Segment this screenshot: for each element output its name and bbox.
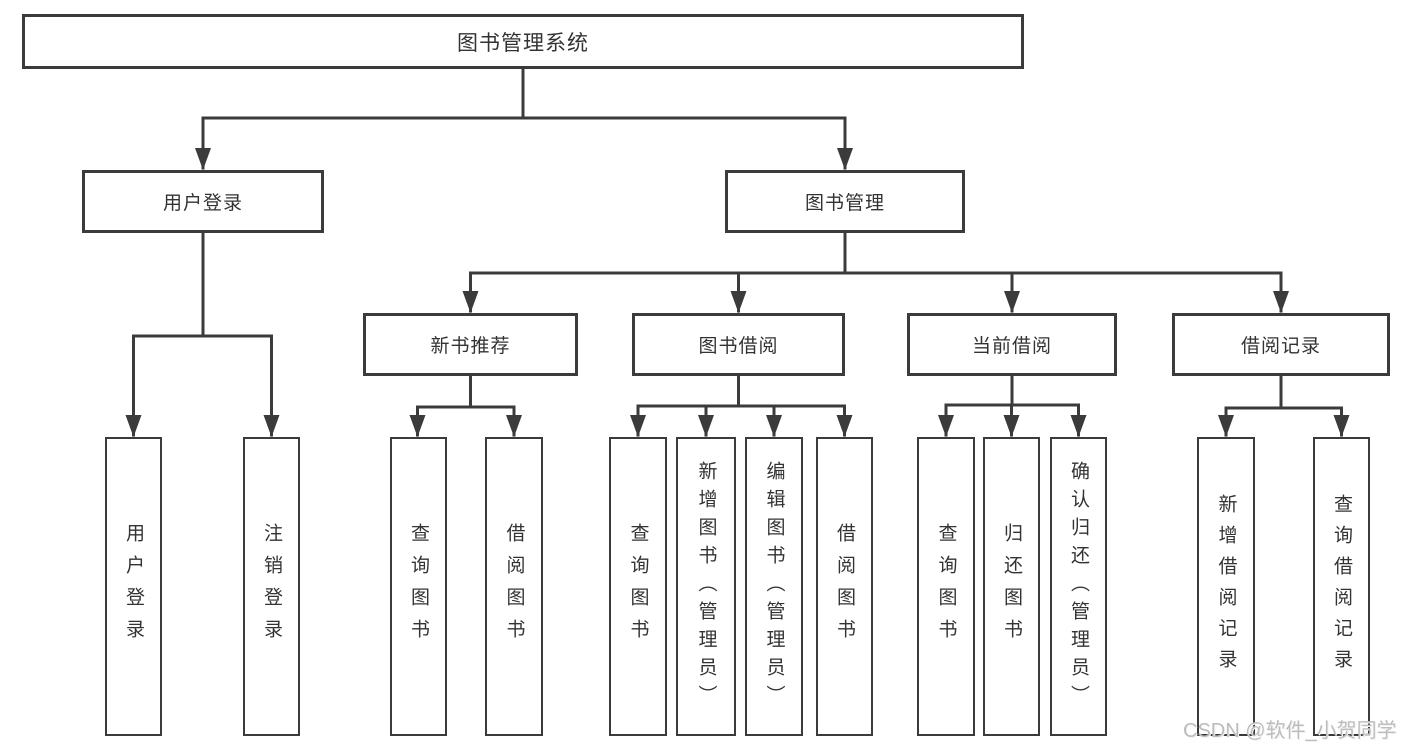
leaf-add-borrow-record: 新增借阅记录 [1197, 437, 1255, 736]
leaf-logout: 注销登录 [243, 437, 300, 736]
leaf-query-books-current: 查询图书 [917, 437, 975, 736]
node-book-borrow: 图书借阅 [632, 313, 845, 376]
leaf-borrow-books-borrow: 借阅图书 [816, 437, 873, 736]
branch-book-management [469, 231, 1283, 275]
branch-book-borrow [636, 374, 846, 408]
branch-user-login [132, 231, 273, 338]
leaf-borrow-books-recommend: 借阅图书 [485, 437, 543, 736]
leaf-confirm-return-admin: 确认归还（管理员） [1050, 437, 1107, 736]
leaf-query-books-recommend: 查询图书 [390, 437, 447, 736]
node-current-borrow: 当前借阅 [907, 313, 1117, 376]
leaf-query-books-borrow: 查询图书 [609, 437, 667, 736]
branch-new-book [416, 374, 516, 409]
node-new-book-recommend: 新书推荐 [363, 313, 578, 376]
leaf-edit-book-admin: 编辑图书（管理员） [745, 437, 803, 736]
csdn-watermark: CSDN @软件_小贺同学 [1183, 720, 1397, 742]
node-borrow-records: 借阅记录 [1172, 313, 1390, 376]
leaf-query-borrow-record: 查询借阅记录 [1313, 437, 1370, 736]
leaf-user-login: 用户登录 [105, 437, 162, 736]
node-book-management: 图书管理 [725, 170, 965, 233]
branch-borrow-records [1224, 374, 1343, 410]
node-library-system: 图书管理系统 [22, 14, 1024, 69]
leaf-add-book-admin: 新增图书（管理员） [676, 437, 736, 736]
leaf-return-book: 归还图书 [983, 437, 1040, 736]
branch-root [201, 67, 847, 120]
node-user-login: 用户登录 [82, 170, 324, 233]
branch-current-borrow [944, 374, 1080, 407]
